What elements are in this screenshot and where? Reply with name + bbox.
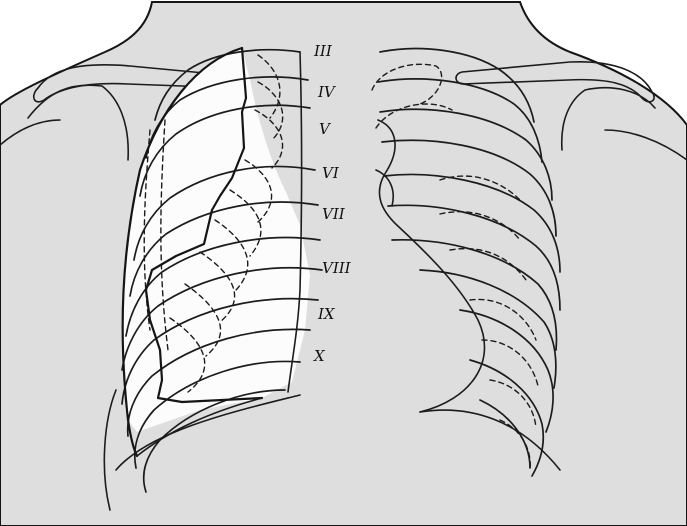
- rib-label-ix: IX: [317, 305, 336, 323]
- rib-label-iii: III: [313, 42, 333, 60]
- rib-label-vi: VI: [322, 164, 340, 182]
- rib-label-vii: VII: [322, 205, 346, 223]
- rib-label-x: X: [313, 347, 326, 365]
- rib-label-viii: VIII: [322, 259, 352, 277]
- rib-label-iv: IV: [317, 83, 337, 101]
